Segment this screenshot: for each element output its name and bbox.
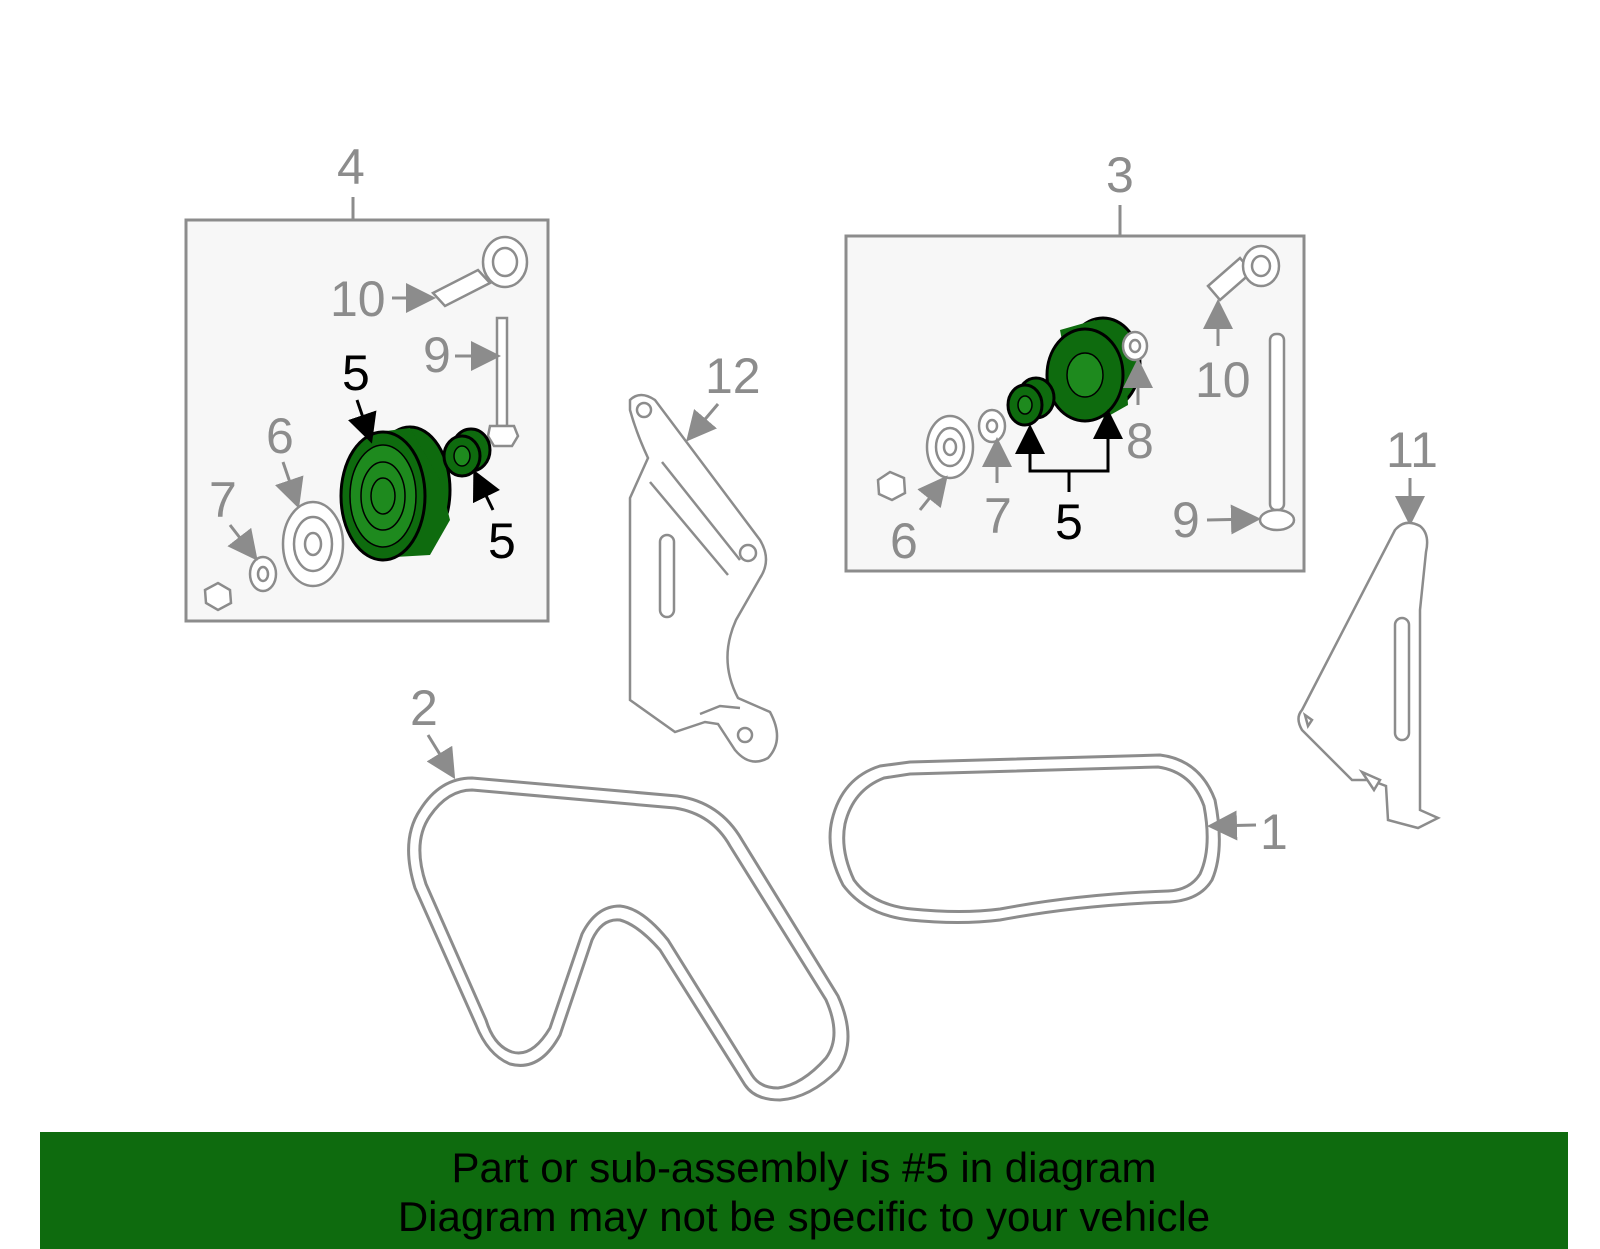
callout-4: 4: [337, 139, 365, 195]
callout-5-pulley-left: 5: [342, 345, 370, 401]
spacer-right: [1006, 376, 1056, 427]
callout-10-left: 10: [330, 271, 386, 327]
callout-11: 11: [1386, 422, 1438, 478]
bracket-11: 11: [1297, 422, 1441, 830]
small-washer-left: [248, 555, 278, 593]
assembly-3: 3 10 9: [844, 147, 1306, 573]
stud-left: [486, 316, 520, 448]
idler-pulley-left: [339, 425, 452, 562]
callout-6-right: 6: [890, 513, 918, 569]
footer-line-1: Part or sub-assembly is #5 in diagram: [451, 1144, 1157, 1191]
bolt-right: [1206, 244, 1281, 302]
callout-12: 12: [705, 348, 761, 404]
nut-right: [876, 470, 907, 502]
belt-2: 2: [407, 680, 850, 1102]
stud-right: [1258, 332, 1296, 532]
callout-7-right: 7: [984, 488, 1012, 544]
idler-pulley-right: [1045, 316, 1142, 423]
washer-left: [281, 500, 345, 588]
footer-line-2: Diagram may not be specific to your vehi…: [397, 1193, 1211, 1240]
callout-6-left: 6: [266, 408, 294, 464]
bushing-right: [1121, 330, 1149, 362]
nut-left: [203, 581, 233, 612]
callout-7-left: 7: [209, 472, 237, 528]
callout-10-right: 10: [1195, 352, 1251, 408]
assembly-4: 4 10 9 5: [184, 139, 550, 623]
belt-1: 1: [828, 753, 1288, 924]
bolt-left: [430, 235, 529, 308]
callout-5-right: 5: [1055, 494, 1083, 550]
callout-3: 3: [1106, 147, 1134, 203]
callout-5-spacer-left: 5: [488, 513, 516, 569]
spacer-left: [442, 427, 492, 478]
bracket-12: 12: [628, 348, 779, 763]
callout-8-right: 8: [1126, 413, 1154, 469]
callout-2: 2: [410, 680, 438, 736]
callout-5-bracket-right: [1015, 409, 1123, 492]
callout-1: 1: [1260, 804, 1288, 860]
footer-banner: Part or sub-assembly is #5 in diagram Di…: [40, 1132, 1568, 1249]
callout-9-right: 9: [1172, 492, 1200, 548]
washer-right: [925, 414, 975, 480]
callout-9-left: 9: [423, 327, 451, 383]
small-washer-right: [977, 408, 1007, 444]
